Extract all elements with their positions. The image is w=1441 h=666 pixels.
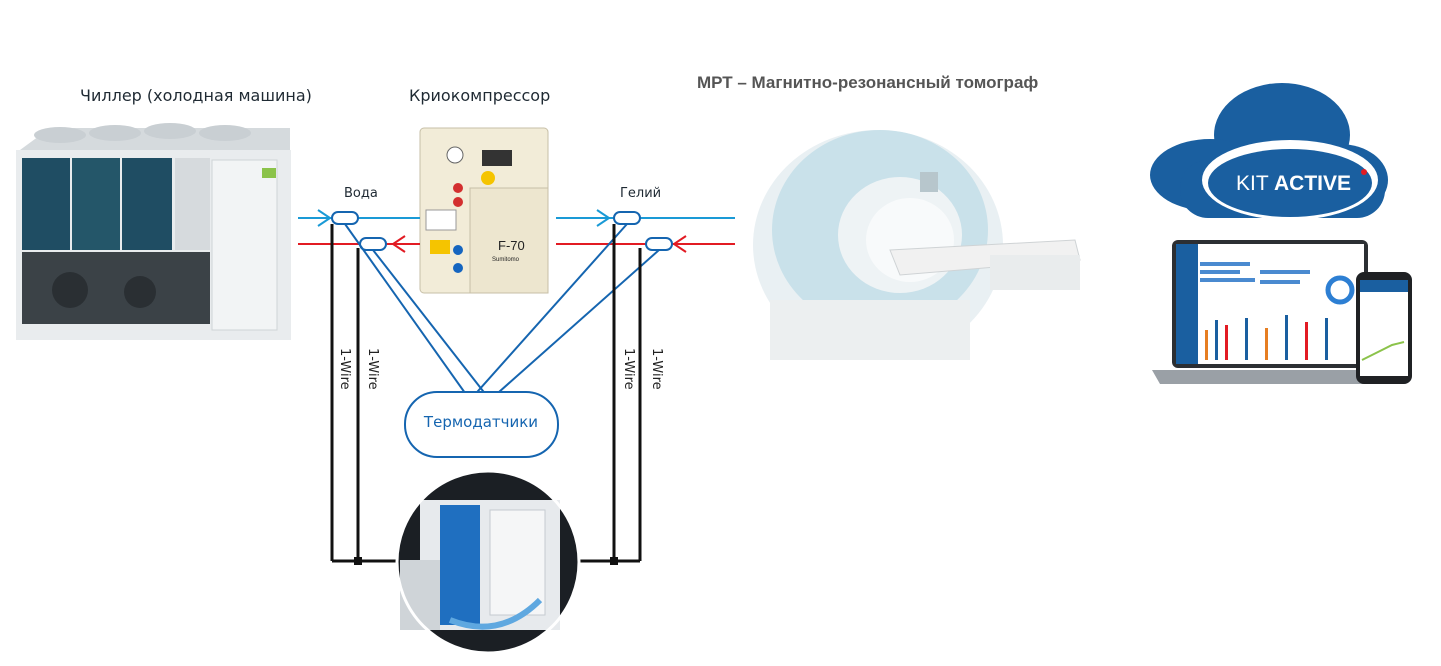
wire-junction — [354, 557, 362, 565]
wire-label: 1-Wire — [621, 348, 636, 390]
helium-label: Гелий — [620, 186, 662, 201]
kitactive-cloud-logo: KIT ACTIVE — [1150, 83, 1388, 220]
sensors-bubble — [404, 391, 559, 458]
wire-label: 1-Wire — [337, 348, 352, 390]
water-label: Вода — [344, 186, 378, 201]
compressor-model: F-70 — [498, 238, 525, 253]
laptop-dashboard-image — [1152, 240, 1412, 384]
one-wire-lines — [330, 224, 642, 563]
chiller-image — [16, 123, 291, 340]
wire-junction — [610, 557, 618, 565]
cryocompressor-label: Криокомпрессор — [409, 86, 551, 105]
sensor-lines — [344, 223, 660, 401]
chiller-label: Чиллер (холодная машина) — [80, 86, 312, 105]
mri-image — [753, 130, 1081, 360]
cryocompressor-image: F-70 Sumitomo — [419, 127, 549, 294]
wire-label: 1-Wire — [649, 348, 664, 390]
logo-kit: KIT — [1236, 172, 1269, 195]
sensors-label: Термодатчики — [423, 413, 538, 431]
mri-label: МРТ – Магнитно-резонансный томограф — [697, 73, 1039, 92]
controller-photo — [395, 469, 581, 655]
sensor-clamps — [331, 211, 673, 251]
compressor-brand: Sumitomo — [492, 257, 520, 263]
logo-active: ACTIVE — [1274, 172, 1351, 195]
wire-label: 1-Wire — [365, 348, 380, 390]
